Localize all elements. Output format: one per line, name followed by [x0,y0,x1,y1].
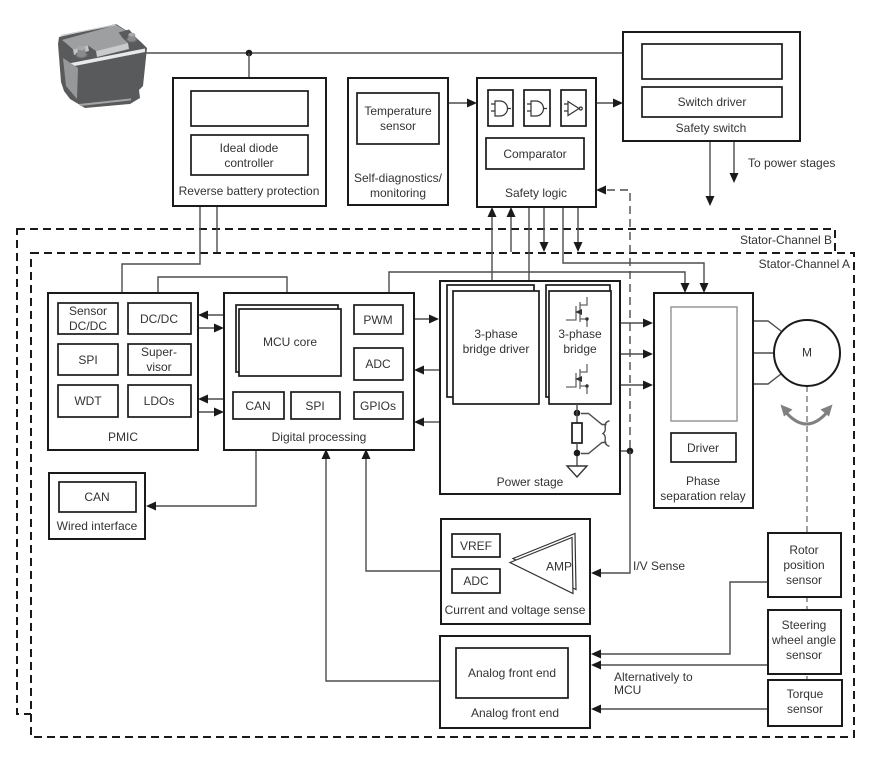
svg-text:MCU: MCU [614,683,641,697]
svg-text:PWM: PWM [363,313,392,327]
svg-text:ADC: ADC [463,574,489,588]
svg-text:MCU core: MCU core [263,335,317,349]
svg-text:Digital processing: Digital processing [272,430,367,444]
svg-text:Temperature: Temperature [364,104,432,118]
svg-text:Comparator: Comparator [503,147,566,161]
svg-text:wheel angle: wheel angle [771,633,836,647]
svg-text:Rotor: Rotor [789,543,818,557]
svg-text:Safety logic: Safety logic [505,186,567,200]
svg-text:Sensor: Sensor [69,304,107,318]
svg-text:M: M [802,346,812,360]
svg-text:bridge: bridge [563,342,597,356]
svg-text:sensor: sensor [380,119,416,133]
svg-text:CAN: CAN [84,490,109,504]
svg-text:sensor: sensor [786,573,822,587]
svg-text:3-phase: 3-phase [474,327,518,341]
svg-text:ADC: ADC [365,357,391,371]
svg-text:visor: visor [146,360,171,374]
svg-text:VREF: VREF [460,539,492,553]
svg-text:sensor: sensor [787,702,823,716]
svg-text:Switch driver: Switch driver [678,95,747,109]
svg-text:bridge driver: bridge driver [463,342,530,356]
svg-text:SPI: SPI [305,399,324,413]
svg-text:sensor: sensor [786,648,822,662]
svg-text:Stator-Channel B: Stator-Channel B [740,233,832,247]
svg-text:Safety switch: Safety switch [676,121,747,135]
svg-text:Reverse battery protection: Reverse battery protection [179,184,320,198]
svg-text:I/V Sense: I/V Sense [633,559,685,573]
svg-text:Ideal diode: Ideal diode [220,141,279,155]
svg-text:Wired interface: Wired interface [57,519,138,533]
svg-text:Power stage: Power stage [497,475,564,489]
svg-text:SPI: SPI [78,353,97,367]
svg-text:Analog front end: Analog front end [471,706,559,720]
svg-text:position: position [783,558,824,572]
svg-text:Phase: Phase [686,474,720,488]
svg-text:WDT: WDT [74,394,102,408]
svg-text:Steering: Steering [782,618,827,632]
svg-text:PMIC: PMIC [108,430,138,444]
svg-text:Current and voltage sense: Current and voltage sense [445,603,586,617]
svg-text:Torque: Torque [787,687,824,701]
svg-text:Super-: Super- [141,345,177,359]
svg-text:DC/DC: DC/DC [69,319,107,333]
svg-text:monitoring: monitoring [370,186,426,200]
svg-text:controller: controller [224,156,273,170]
svg-text:To power stages: To power stages [748,156,835,170]
svg-text:Self-diagnostics/: Self-diagnostics/ [354,171,443,185]
svg-text:DC/DC: DC/DC [140,312,178,326]
svg-text:LDOs: LDOs [144,394,175,408]
svg-text:CAN: CAN [245,399,270,413]
svg-text:Analog front end: Analog front end [468,666,556,680]
svg-text:GPIOs: GPIOs [360,399,396,413]
svg-text:Alternatively to: Alternatively to [614,670,693,684]
svg-text:3-phase: 3-phase [558,327,602,341]
svg-text:AMP: AMP [546,560,572,574]
svg-text:Driver: Driver [687,441,719,455]
svg-text:separation relay: separation relay [660,489,745,503]
svg-text:Stator-Channel A: Stator-Channel A [759,257,850,271]
